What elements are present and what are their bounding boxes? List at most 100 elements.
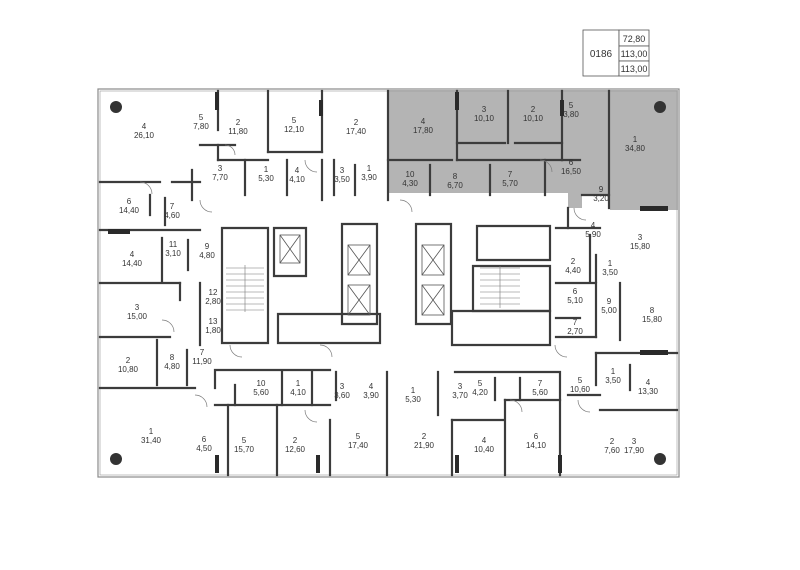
room-area: 5,90 [585, 230, 601, 239]
room-number: 3 [632, 437, 637, 446]
room-r46: 54,20 [472, 379, 488, 397]
wall-marker [215, 455, 219, 473]
room-number: 5 [292, 116, 297, 125]
room-r48: 510,60 [570, 376, 591, 394]
room-number: 8 [170, 353, 175, 362]
selected-apartment-fill [389, 90, 678, 210]
wall-segment [475, 224, 552, 262]
apartment-info-box: 0186 72,80 113,00 113,00 [582, 29, 650, 77]
room-area: 3,70 [452, 391, 468, 400]
wall-marker [558, 455, 562, 473]
wall-segment [160, 236, 190, 284]
wall-marker [215, 92, 219, 110]
wall-segment [594, 351, 632, 392]
room-area: 7,60 [604, 446, 620, 455]
room-area: 26,10 [134, 131, 155, 140]
wall-segment [588, 233, 598, 284]
room-area: 14,10 [526, 441, 547, 450]
room-number: 4 [130, 250, 135, 259]
room-number: 3 [638, 233, 643, 242]
room-number: 5 [569, 101, 574, 110]
room-number: 1 [149, 427, 154, 436]
room-r05: 217,40 [346, 118, 367, 136]
room-area: 17,40 [346, 127, 367, 136]
door-swing [304, 159, 318, 173]
wall-segment [566, 193, 611, 230]
walls [98, 89, 679, 477]
room-number: 4 [482, 436, 487, 445]
wall-segment [554, 281, 598, 339]
room-number: 7 [538, 379, 543, 388]
wall-segment [155, 338, 189, 387]
wall-segment [148, 168, 194, 227]
wall-marker [455, 455, 459, 473]
room-r26: 45,90 [585, 221, 601, 239]
room-r14: 33,50 [334, 166, 350, 184]
room-number: 8 [650, 306, 655, 315]
wall-marker [319, 100, 323, 116]
elevator-shaft [421, 284, 445, 316]
room-number: 3 [482, 105, 487, 114]
room-area: 4,30 [402, 179, 418, 188]
room-r43: 43,90 [363, 382, 379, 400]
room-number: 7 [170, 202, 175, 211]
door-swing [304, 409, 318, 423]
room-area: 7,80 [193, 122, 209, 131]
room-r23: 414,40 [122, 250, 143, 268]
room-r41: 14,10 [290, 379, 306, 397]
door-swing [399, 199, 413, 213]
room-r52: 64,50 [196, 435, 212, 453]
elevator-cross [347, 244, 371, 276]
wall-marker [640, 350, 668, 355]
room-area: 2,70 [567, 327, 583, 336]
wall-segment [414, 222, 453, 326]
room-r19: 616,50 [561, 158, 582, 176]
room-r27: 315,80 [630, 233, 651, 251]
room-area: 4,80 [199, 251, 215, 260]
room-area: 16,50 [561, 167, 582, 176]
wall-segment [243, 158, 336, 202]
door-swing [161, 319, 175, 333]
room-area: 4,80 [164, 362, 180, 371]
room-r12: 15,30 [258, 165, 274, 183]
room-number: 2 [293, 436, 298, 445]
room-r07: 310,10 [474, 105, 495, 123]
room-r44: 15,30 [405, 386, 421, 404]
room-area: 17,40 [348, 441, 369, 450]
elevator-shaft [347, 244, 371, 276]
room-area: 34,80 [625, 144, 646, 153]
room-r15: 13,90 [361, 164, 377, 182]
room-number: 1 [296, 379, 301, 388]
room-area: 4,40 [565, 266, 581, 275]
room-r11: 37,70 [212, 164, 228, 182]
door-swing [573, 207, 587, 221]
room-number: 4 [591, 221, 596, 230]
room-r36: 72,70 [567, 318, 583, 336]
wall-segment [428, 158, 547, 197]
room-r28: 24,40 [565, 257, 581, 275]
room-r33: 65,10 [567, 287, 583, 305]
selected-apartment-area[interactable] [389, 90, 678, 210]
info-box-number-cell [582, 29, 620, 77]
room-r09: 53,80 [563, 101, 579, 119]
door-swing [554, 344, 568, 358]
room-area: 12,60 [285, 445, 306, 454]
room-area: 21,90 [414, 441, 435, 450]
elevator-shaft [347, 284, 371, 316]
room-number: 7 [508, 170, 513, 179]
building-shell [97, 88, 680, 478]
room-number: 11 [169, 240, 178, 249]
room-area: 3,90 [361, 173, 377, 182]
room-r32: 131,80 [205, 317, 221, 335]
wall-segment [436, 370, 454, 477]
room-area: 10,10 [474, 114, 495, 123]
room-area: 15,70 [234, 445, 255, 454]
wall-segment [276, 312, 382, 345]
room-number: 1 [264, 165, 269, 174]
room-r60: 317,90 [624, 437, 645, 455]
door-swing [229, 344, 243, 358]
room-area: 15,00 [127, 312, 148, 321]
room-area: 3,60 [334, 391, 350, 400]
